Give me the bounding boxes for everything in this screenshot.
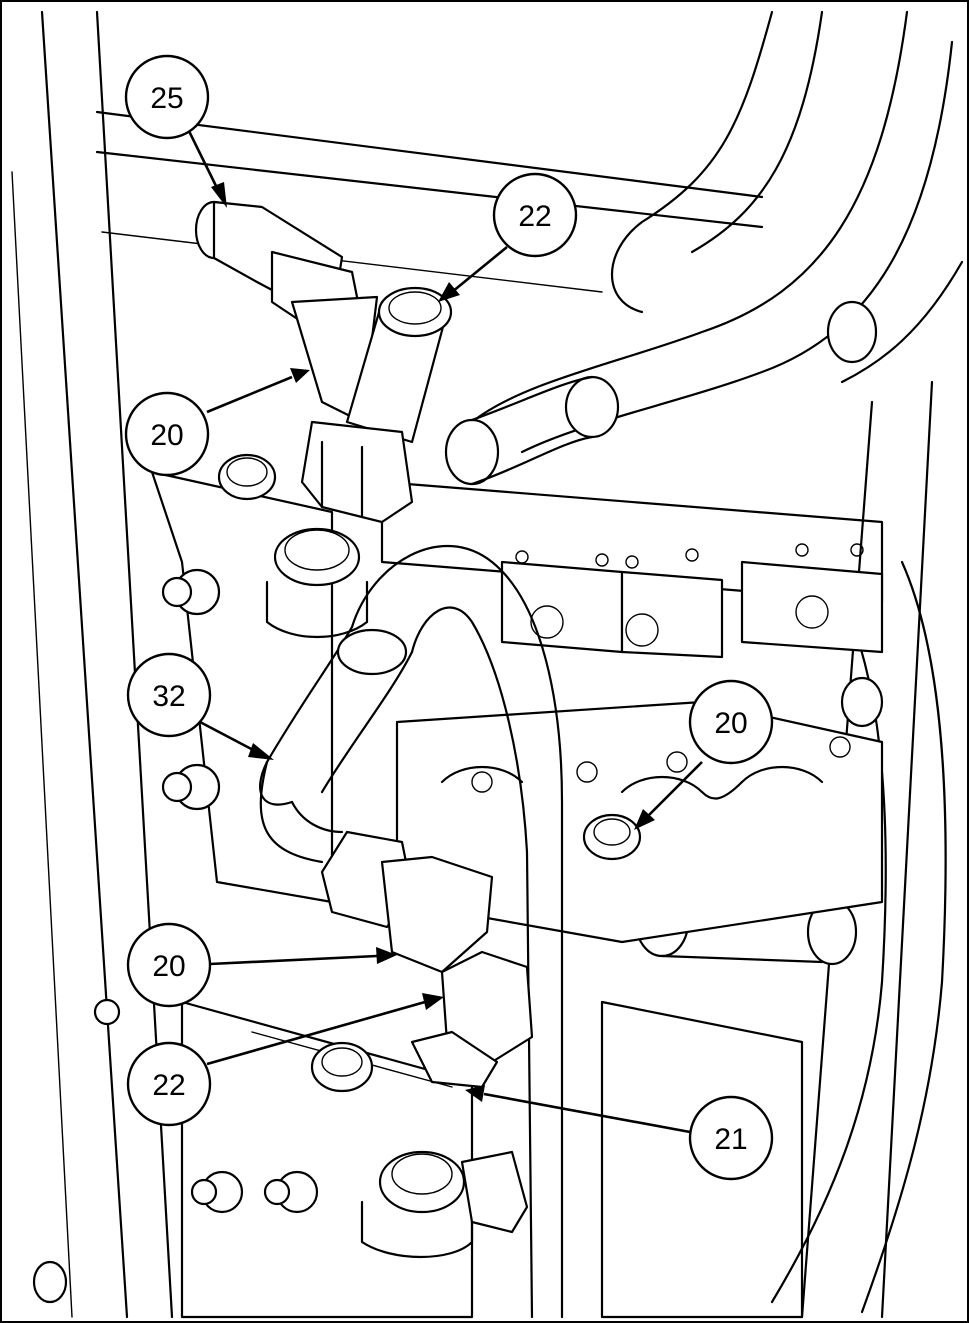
callout-32: 32 <box>126 652 274 760</box>
callouts: 25 22 20 32 20 <box>124 54 774 1181</box>
callout-22-top: 22 <box>438 172 578 302</box>
callout-label: 20 <box>152 950 185 983</box>
callout-label: 32 <box>152 680 185 713</box>
callout-20-right: 20 <box>634 679 774 830</box>
large-hoses <box>444 10 964 1314</box>
callout-label: 21 <box>714 1123 747 1156</box>
top-fitting-group <box>194 200 453 524</box>
callout-label: 25 <box>150 82 183 115</box>
callout-label: 20 <box>714 707 747 740</box>
callout-21: 21 <box>465 1085 774 1181</box>
callout-label: 22 <box>152 1069 185 1102</box>
callout-22-lower: 22 <box>126 993 444 1127</box>
callout-label: 20 <box>150 419 183 452</box>
port-fittings <box>217 453 884 1259</box>
callout-20-left: 20 <box>124 368 310 477</box>
callout-label: 22 <box>518 200 551 233</box>
hose-32-assembly <box>259 544 564 1319</box>
callout-20-lower: 20 <box>126 922 397 1008</box>
callout-25: 25 <box>124 54 227 208</box>
side-plugs <box>32 568 319 1304</box>
